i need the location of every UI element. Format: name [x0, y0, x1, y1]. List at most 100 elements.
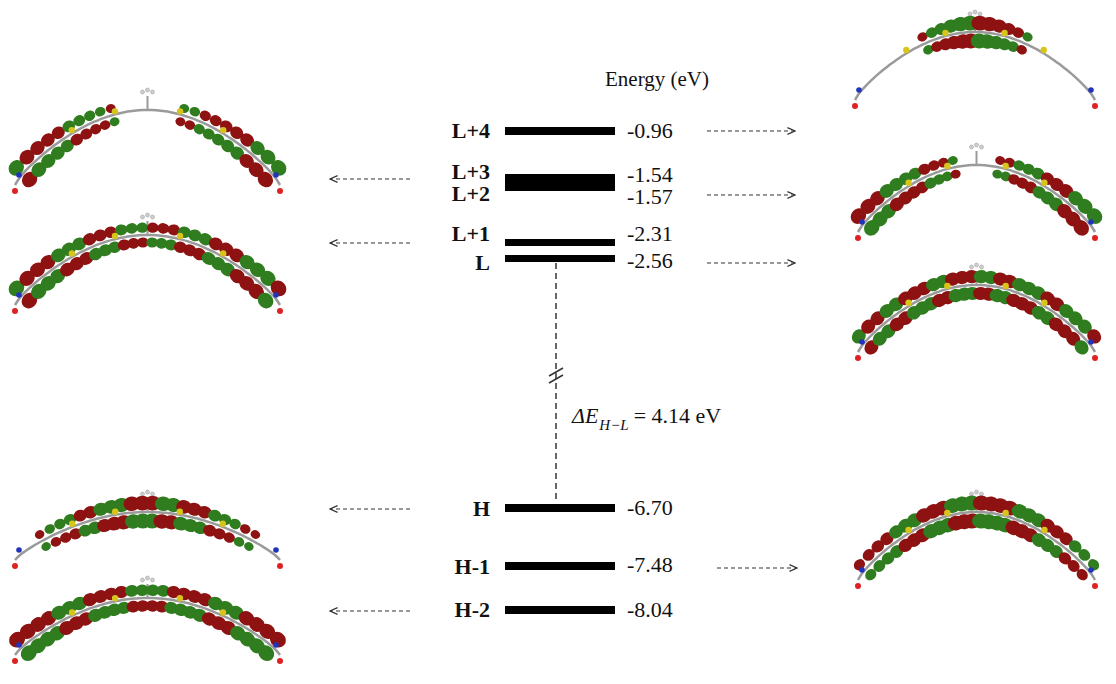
sulfur-atom	[220, 609, 226, 615]
energy-value: -7.48	[627, 554, 673, 576]
energy-value: -2.56	[627, 250, 673, 272]
molecule-backbone	[858, 285, 1095, 352]
hydrogen-atom	[975, 143, 979, 147]
axis-break-mark	[549, 375, 563, 383]
orbital-lobe	[267, 277, 289, 299]
hydrogen-atom	[975, 490, 979, 494]
nitrogen-atom	[16, 172, 22, 178]
axis-title: Energy (eV)	[605, 69, 709, 90]
gap-value: = 4.14 eV	[634, 405, 722, 427]
pointer-arrow	[330, 610, 410, 611]
nitrogen-atom	[859, 219, 865, 225]
sulfur-atom	[944, 283, 950, 289]
label-holder: -6.70	[627, 497, 673, 519]
nitrogen-atom	[16, 642, 22, 648]
label-holder: -0.96	[627, 120, 673, 142]
sulfur-atom	[69, 609, 75, 615]
oxygen-atom	[12, 658, 18, 664]
sulfur-atom	[1003, 510, 1009, 516]
orbital-picture	[847, 143, 1105, 241]
sulfur-atom	[944, 510, 950, 516]
hydrogen-atom	[141, 90, 145, 94]
pointer-arrow	[717, 567, 797, 568]
energy-value: -1.54	[627, 164, 673, 186]
pointer-arrow	[330, 178, 410, 179]
orbital-lobe	[1021, 31, 1034, 44]
sulfur-atom	[112, 595, 118, 601]
orbital-lobe	[109, 116, 121, 127]
hydrogen-atom	[968, 12, 972, 16]
sulfur-atom	[177, 595, 183, 601]
label-holder: -7.48	[627, 554, 673, 576]
orbital-lobe	[33, 528, 46, 540]
oxygen-atom	[277, 658, 283, 664]
orbital-lobe	[1084, 326, 1104, 346]
orbital-picture	[6, 576, 289, 664]
molecule-backbone	[15, 110, 280, 185]
oxygen-atom	[12, 563, 18, 569]
label-holder: L	[475, 252, 490, 274]
orbital-lobe	[238, 522, 252, 535]
orbital-picture	[12, 490, 283, 569]
level-name: H-2	[455, 599, 490, 621]
hydrogen-atom	[146, 213, 150, 217]
sulfur-atom	[1003, 163, 1009, 169]
label-holder: L+1	[452, 223, 490, 245]
hydrogen-atom	[970, 492, 974, 496]
hydrogen-atom	[141, 492, 145, 496]
sulfur-atom	[905, 179, 911, 185]
energy-level-bar	[505, 127, 615, 135]
hydrogen-atom	[980, 492, 984, 496]
orbital-lobe	[937, 157, 950, 169]
sulfur-atom	[1041, 47, 1047, 53]
axis-break-mark	[549, 368, 563, 376]
pointer-arrows	[330, 131, 797, 611]
energy-level-bar	[505, 562, 615, 570]
molecule-backbone	[15, 598, 280, 655]
orbital-lobe	[147, 222, 159, 233]
hydrogen-atom	[970, 265, 974, 269]
oxygen-atom	[12, 308, 18, 314]
label-holder: H−L	[599, 417, 628, 433]
nitrogen-atom	[273, 642, 279, 648]
nitrogen-atom	[859, 339, 865, 345]
oxygen-atom	[855, 355, 861, 361]
oxygen-atom	[1092, 103, 1098, 109]
nitrogen-atom	[1088, 339, 1094, 345]
pointer-arrow	[707, 194, 795, 195]
orbital-lobe	[188, 105, 201, 118]
molecule-backbone	[15, 235, 280, 305]
nitrogen-atom	[16, 547, 22, 553]
level-name: L	[475, 252, 490, 274]
sulfur-atom	[944, 163, 950, 169]
sulfur-atom	[177, 509, 183, 515]
label-holder: = 4.14 eV	[634, 405, 722, 427]
sulfur-atom	[177, 233, 183, 239]
gap-symbol: ΔE	[572, 405, 598, 427]
oxygen-atom	[852, 103, 858, 109]
sulfur-atom	[942, 30, 948, 36]
oxygen-atom	[12, 188, 18, 194]
level-name: L+3	[452, 161, 490, 183]
hydrogen-atom	[970, 145, 974, 149]
hydrogen-atom	[975, 263, 979, 267]
gap-dashed-line	[555, 263, 557, 503]
level-name: H	[473, 498, 490, 520]
oxygen-atom	[277, 563, 283, 569]
label-holder: H-2	[455, 599, 490, 621]
orbital-lobe	[1084, 205, 1106, 227]
energy-value: -6.70	[627, 497, 673, 519]
orbital-lobe	[232, 535, 246, 548]
hydrogen-atom	[141, 578, 145, 582]
orbital-lobe	[125, 222, 138, 234]
energy-level-bar	[505, 174, 615, 191]
sulfur-atom	[905, 299, 911, 305]
nitrogen-atom	[273, 547, 279, 553]
pointer-arrow	[330, 508, 410, 509]
hydrogen-atom	[146, 576, 150, 580]
oxygen-atom	[1092, 355, 1098, 361]
orbital-lobe	[950, 169, 962, 180]
sulfur-atom	[220, 127, 226, 133]
